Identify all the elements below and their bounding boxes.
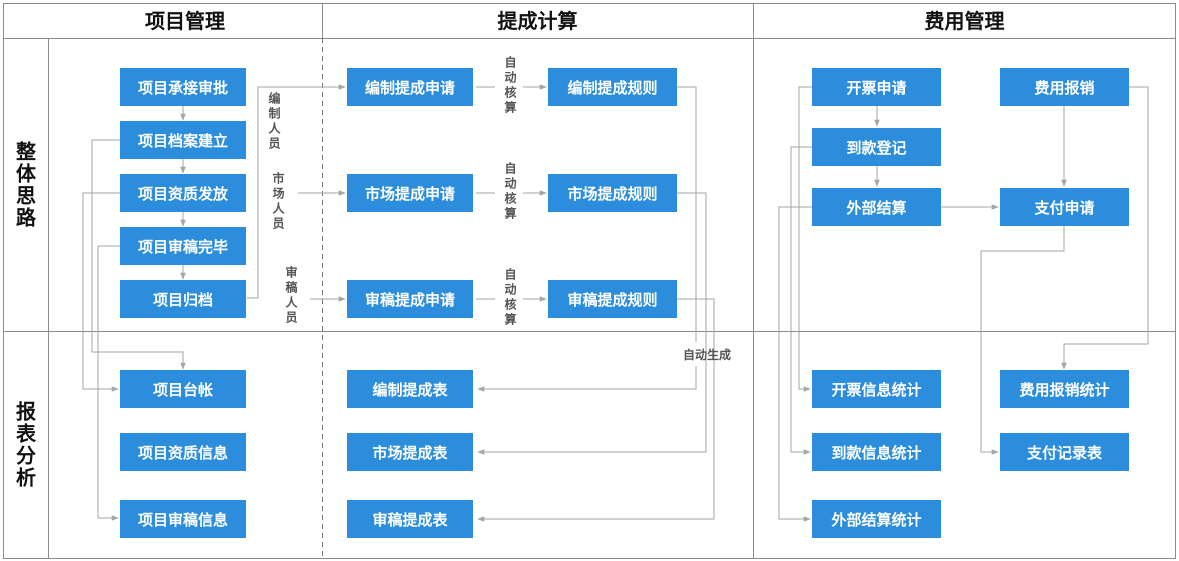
project-approval-box[interactable]: 项目承接审批 xyxy=(120,68,246,106)
review-commission-table-box[interactable]: 审稿提成表 xyxy=(347,500,473,538)
reimburse-stats-box[interactable]: 费用报销统计 xyxy=(1000,370,1129,408)
auto-calc-label: 自动核算 xyxy=(503,162,517,222)
auto-generate-label: 自动生成 xyxy=(683,348,732,362)
edit-commission-rule-box[interactable]: 编制提成规则 xyxy=(548,68,677,106)
market-commission-table-box[interactable]: 市场提成表 xyxy=(347,433,473,471)
edit-commission-table-box[interactable]: 编制提成表 xyxy=(347,370,473,408)
flow-arrow xyxy=(477,298,715,522)
flow-arrow xyxy=(477,192,707,455)
flow-arrow xyxy=(82,192,120,392)
reimburse-box[interactable]: 费用报销 xyxy=(1000,68,1129,106)
flow-arrow xyxy=(247,84,346,299)
flow-arrow xyxy=(97,245,120,521)
row-title-reports: 报表分析 xyxy=(12,400,37,489)
project-archive-box[interactable]: 项目档案建立 xyxy=(120,121,246,159)
market-commission-rule-box[interactable]: 市场提成规则 xyxy=(548,174,677,212)
review-commission-apply-box[interactable]: 审稿提成申请 xyxy=(347,280,473,318)
flow-arrow xyxy=(91,139,186,370)
review-staff-label: 审稿人员 xyxy=(284,266,298,326)
review-commission-rule-box[interactable]: 审稿提成规则 xyxy=(548,280,677,318)
external-settle-box[interactable]: 外部结算 xyxy=(812,188,941,226)
column-title-project: 项目管理 xyxy=(145,9,225,33)
auto-calc-label: 自动核算 xyxy=(503,268,517,328)
flow-arrow xyxy=(790,146,812,455)
project-filing-box[interactable]: 项目归档 xyxy=(120,280,246,318)
flow-arrow xyxy=(980,226,1065,455)
pay-records-box[interactable]: 支付记录表 xyxy=(1000,433,1129,471)
project-ledger-box[interactable]: 项目台帐 xyxy=(120,370,246,408)
pay-apply-box[interactable]: 支付申请 xyxy=(1000,188,1129,226)
project-review-box[interactable]: 项目审稿完毕 xyxy=(120,227,246,265)
flow-arrow xyxy=(798,86,812,392)
column-title-expense: 费用管理 xyxy=(924,9,1005,33)
market-commission-apply-box[interactable]: 市场提成申请 xyxy=(347,174,473,212)
project-review-info-box[interactable]: 项目审稿信息 xyxy=(120,500,246,538)
invoice-stats-box[interactable]: 开票信息统计 xyxy=(812,370,941,408)
project-qualification-info-box[interactable]: 项目资质信息 xyxy=(120,433,246,471)
payment-stats-box[interactable]: 到款信息统计 xyxy=(812,433,941,471)
flow-arrow xyxy=(778,206,812,522)
market-staff-label: 市场人员 xyxy=(271,172,285,232)
invoice-apply-box[interactable]: 开票申请 xyxy=(812,68,941,106)
flow-arrow xyxy=(1061,86,1149,370)
project-qualification-box[interactable]: 项目资质发放 xyxy=(120,174,246,212)
column-title-commission: 提成计算 xyxy=(497,9,578,33)
edit-commission-apply-box[interactable]: 编制提成申请 xyxy=(347,68,473,106)
external-stats-box[interactable]: 外部结算统计 xyxy=(812,500,941,538)
auto-calc-label: 自动核算 xyxy=(503,56,517,116)
row-title-approach: 整体思路 xyxy=(12,140,37,229)
flow-arrow xyxy=(477,366,697,392)
flow-arrow xyxy=(677,86,697,342)
edit-staff-label: 编制人员 xyxy=(267,92,281,152)
payment-register-box[interactable]: 到款登记 xyxy=(812,128,941,166)
